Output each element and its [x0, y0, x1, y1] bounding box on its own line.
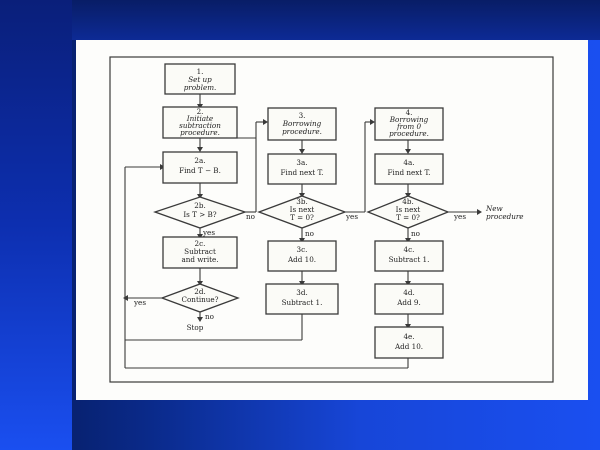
- box-4: 4. Borrowing from 0 procedure.: [374, 107, 444, 141]
- decision-2d-line-2: Continue?: [181, 295, 218, 304]
- decision-2d-line-1: 2d.: [194, 287, 205, 296]
- box-2a: 2a. Find T − B.: [162, 151, 238, 184]
- box-3-line-3: procedure.: [282, 127, 322, 136]
- decision-4b: 4b. Is next T = 0?: [366, 195, 450, 229]
- box-4c-line-2: Subtract 1.: [389, 255, 430, 264]
- box-3d: 3d. Subtract 1.: [265, 283, 339, 315]
- box-4-line-2: Borrowing: [389, 115, 429, 124]
- box-2: 2. Initiate subtraction procedure.: [162, 106, 238, 139]
- box-2-line-4: procedure.: [180, 128, 220, 137]
- box-3d-line-2: Subtract 1.: [282, 298, 323, 307]
- decision-2b: 2b. Is T > B?: [153, 196, 247, 229]
- box-3a: 3a. Find next T.: [267, 153, 337, 185]
- label-no-2d: no: [205, 312, 214, 321]
- box-2-line-3: subtraction: [179, 121, 221, 130]
- box-1-line-3: problem.: [184, 83, 217, 92]
- slide-side-strip: [0, 0, 72, 450]
- decision-3b-line-3: T = 0?: [290, 213, 314, 222]
- box-2a-line-2: Find T − B.: [179, 166, 221, 175]
- decision-4b-line-3: T = 0?: [396, 213, 420, 222]
- box-4d-line-1: 4d.: [403, 288, 414, 297]
- box-4d-line-2: Add 9.: [396, 298, 421, 307]
- box-4-line-1: 4.: [406, 108, 413, 117]
- box-4-line-3: from 0: [396, 122, 422, 131]
- box-1-line-2: Set up: [188, 75, 212, 84]
- box-1-line-1: 1.: [197, 67, 204, 76]
- box-3: 3. Borrowing procedure.: [267, 107, 337, 141]
- label-yes-2d: yes: [133, 298, 146, 307]
- box-3-line-1: 3.: [299, 111, 306, 120]
- box-4-line-4: procedure.: [389, 129, 429, 138]
- label-new-procedure-line-1: New: [485, 204, 503, 213]
- box-2c: 2c. Subtract and write.: [162, 236, 238, 269]
- label-no-4b: no: [411, 229, 420, 238]
- decision-4b-line-2: Is next: [396, 205, 421, 214]
- box-4d: 4d. Add 9.: [374, 283, 444, 315]
- label-no-3b: no: [305, 229, 314, 238]
- decision-2b-line-2: Is T > B?: [183, 210, 216, 219]
- box-4a-line-1: 4a.: [403, 158, 414, 167]
- box-4a: 4a. Find next T.: [374, 153, 444, 185]
- box-4e-line-1: 4e.: [403, 332, 414, 341]
- label-yes-4b: yes: [453, 212, 466, 221]
- slide-top-strip: [72, 0, 600, 40]
- label-new-procedure-line-2: procedure: [486, 212, 524, 221]
- box-4e-line-2: Add 10.: [394, 342, 423, 351]
- decision-2d: 2d. Continue?: [160, 283, 240, 313]
- box-4c: 4c. Subtract 1.: [374, 240, 444, 272]
- box-4c-line-1: 4c.: [404, 245, 415, 254]
- box-3-line-2: Borrowing: [282, 119, 322, 128]
- box-3d-line-1: 3d.: [296, 288, 307, 297]
- box-3c-line-1: 3c.: [297, 245, 308, 254]
- box-2c-line-1: 2c.: [195, 239, 206, 248]
- label-yes-3b: yes: [345, 212, 358, 221]
- box-3a-line-2: Find next T.: [281, 168, 324, 177]
- box-2-line-2: Initiate: [186, 114, 213, 123]
- label-yes-2b: yes: [202, 228, 215, 237]
- decision-4b-line-1: 4b.: [402, 197, 413, 206]
- box-2-line-1: 2.: [197, 107, 204, 116]
- box-2c-line-2: Subtract: [184, 247, 216, 256]
- box-2c-line-3: and write.: [181, 255, 218, 264]
- decision-3b-line-2: Is next: [290, 205, 315, 214]
- label-no-2b: no: [246, 212, 255, 221]
- decision-3b-line-1: 3b.: [296, 197, 307, 206]
- decision-3b: 3b. Is next T = 0?: [257, 195, 347, 229]
- box-3c: 3c. Add 10.: [267, 240, 337, 272]
- box-4a-line-2: Find next T.: [388, 168, 431, 177]
- box-3a-line-1: 3a.: [296, 158, 307, 167]
- diagram-frame: [109, 56, 554, 383]
- box-4e: 4e. Add 10.: [374, 326, 444, 359]
- label-stop: Stop: [187, 323, 204, 332]
- box-3c-line-2: Add 10.: [287, 255, 316, 264]
- box-2a-line-1: 2a.: [194, 156, 205, 165]
- box-1: 1. Set up problem.: [164, 63, 236, 95]
- decision-2b-line-1: 2b.: [194, 201, 205, 210]
